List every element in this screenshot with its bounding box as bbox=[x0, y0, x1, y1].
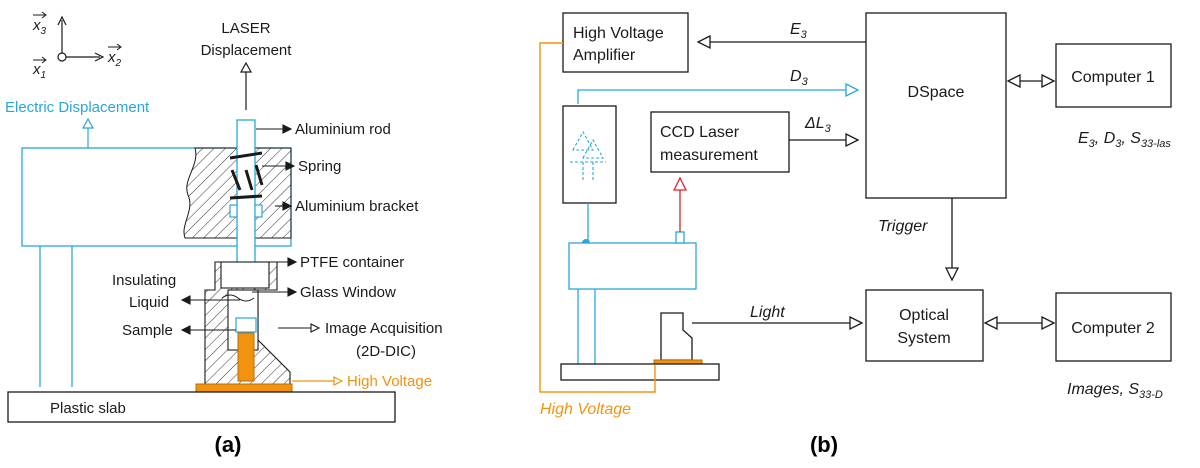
optical-system-line1: Optical bbox=[899, 307, 949, 324]
high-voltage-label-b: High Voltage bbox=[540, 401, 631, 418]
high-voltage-electrode bbox=[195, 383, 293, 393]
glass-window-label: Glass Window bbox=[300, 284, 396, 301]
computer2-label: Computer 2 bbox=[1071, 320, 1155, 337]
optical-system-box bbox=[865, 289, 984, 362]
charge-amplifier-box bbox=[562, 105, 617, 204]
d3-arrow-icon bbox=[577, 82, 860, 104]
light-arrow-icon bbox=[692, 315, 864, 331]
trigger-arrow-icon bbox=[944, 198, 960, 282]
high-voltage-arrow-icon bbox=[292, 376, 344, 386]
plastic-slab bbox=[7, 391, 396, 423]
image-acquisition-arrow-icon bbox=[278, 323, 321, 333]
laser-red-arrow-icon bbox=[672, 176, 688, 232]
dspace-box bbox=[865, 12, 1007, 199]
plastic-slab-label: Plastic slab bbox=[50, 400, 126, 417]
dspace-label: DSpace bbox=[908, 84, 965, 101]
axis-vector-bars bbox=[33, 11, 122, 64]
computer2-output-label: Images, S33-D bbox=[1067, 381, 1163, 401]
spring-icon bbox=[229, 151, 264, 200]
ccd-laser-line1: CCD Laser bbox=[660, 124, 740, 141]
d3-label: D3 bbox=[790, 68, 809, 88]
computer1-output-label: E3, D3, S33-las bbox=[1078, 130, 1171, 150]
panel-b-caption: (b) bbox=[810, 432, 838, 457]
laser-label-line1: LASER bbox=[221, 20, 270, 37]
insulating-label-line2: Liquid bbox=[129, 294, 169, 311]
dl3-arrow-icon bbox=[789, 132, 860, 148]
image-acquisition-label-line1: Image Acquisition bbox=[325, 320, 443, 337]
computer1-box bbox=[1055, 43, 1172, 108]
optical-system-line2: System bbox=[897, 330, 950, 347]
optical-computer2-arrow-icon bbox=[983, 315, 1056, 331]
diode-icon bbox=[570, 130, 606, 180]
high-voltage-label-a: High Voltage bbox=[347, 373, 432, 390]
e3-arrow-icon bbox=[696, 34, 866, 50]
liquid-wave bbox=[221, 294, 255, 302]
rod-guide bbox=[229, 204, 263, 218]
callout-arrows bbox=[180, 124, 298, 335]
aluminium-rod-label: Aluminium rod bbox=[295, 121, 391, 138]
axis-x2-label: x2 bbox=[107, 49, 122, 69]
cyan-frame-b bbox=[568, 231, 697, 364]
light-label: Light bbox=[750, 304, 785, 321]
dspace-computer1-arrow-icon bbox=[1006, 73, 1056, 89]
spring-label: Spring bbox=[298, 158, 341, 175]
panel-a-caption: (a) bbox=[215, 432, 242, 457]
trigger-label: Trigger bbox=[878, 218, 928, 235]
ccd-laser-box bbox=[650, 111, 790, 173]
hv-amplifier-line2: Amplifier bbox=[573, 47, 636, 64]
high-voltage-wire bbox=[539, 42, 656, 393]
insulating-label-line1: Insulating bbox=[112, 272, 176, 289]
e3-label: E3 bbox=[790, 21, 808, 41]
sample-label: Sample bbox=[122, 322, 173, 339]
computer2-box bbox=[1055, 292, 1172, 362]
electric-displacement-arrow-icon bbox=[81, 117, 95, 148]
camera-icon bbox=[660, 312, 693, 361]
axis-x1-label: x1 bbox=[32, 61, 46, 81]
electric-displacement-label: Electric Displacement bbox=[5, 99, 150, 116]
ptfe-container-label: PTFE container bbox=[300, 254, 404, 271]
hv-amplifier-box bbox=[562, 12, 689, 73]
laser-arrow-icon bbox=[239, 61, 253, 110]
ccd-laser-line2: measurement bbox=[660, 147, 758, 164]
image-acquisition-label-line2: (2D-DIC) bbox=[356, 343, 416, 360]
axis-x3-label: x3 bbox=[32, 17, 47, 37]
computer1-label: Computer 1 bbox=[1071, 69, 1155, 86]
laser-label-line2: Displacement bbox=[201, 42, 293, 59]
dl3-label: ΔL3 bbox=[804, 115, 832, 135]
axes-icon bbox=[57, 15, 105, 62]
hv-amplifier-line1: High Voltage bbox=[573, 25, 664, 42]
sample bbox=[235, 317, 257, 382]
slab-b bbox=[560, 363, 720, 381]
aluminium-bracket-label: Aluminium bracket bbox=[295, 198, 419, 215]
panel-a: x3 x1 x2 LASER Displacement Electric Dis… bbox=[5, 11, 443, 457]
panel-b: High Voltage Amplifier DSpace Computer 1… bbox=[539, 12, 1172, 457]
